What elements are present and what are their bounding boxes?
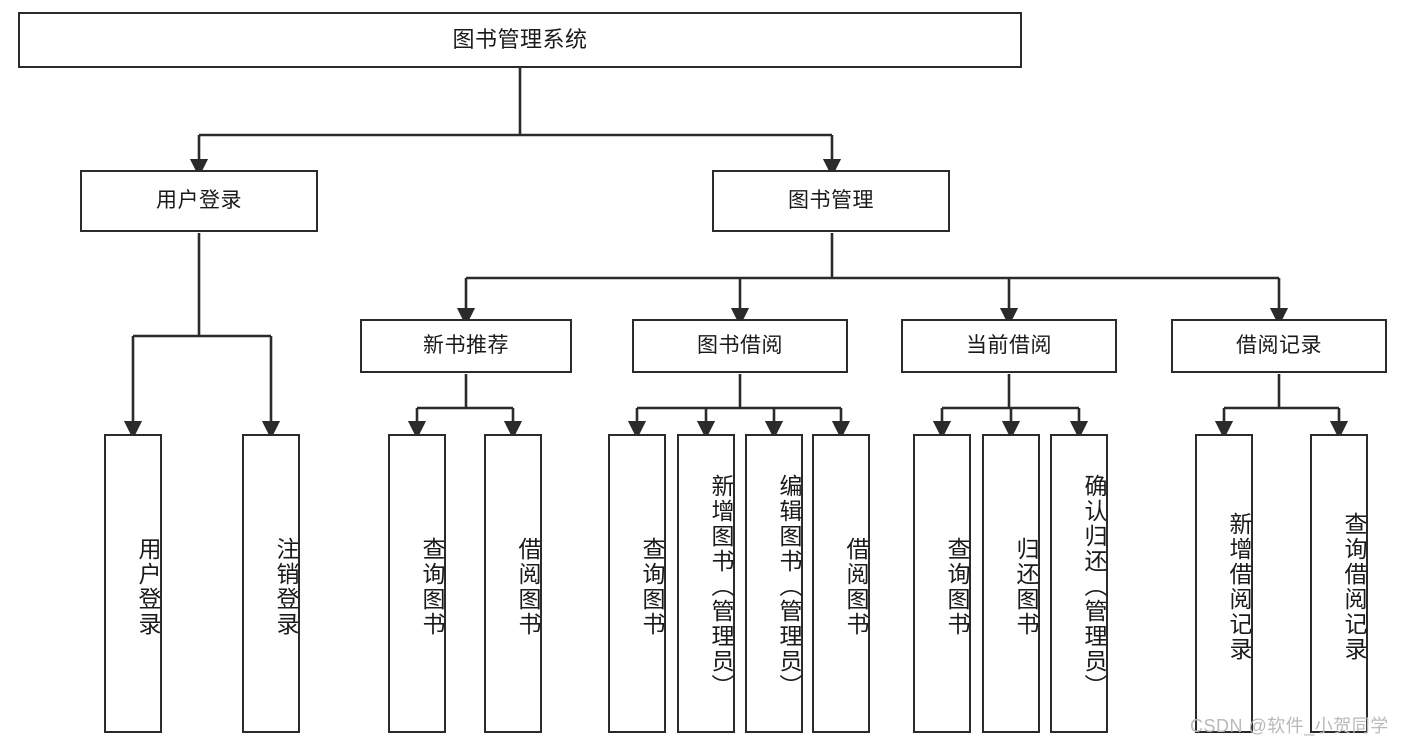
- node-label: 当前借阅: [966, 334, 1052, 358]
- node-label: 新书推荐: [423, 334, 509, 358]
- leaf-logout[interactable]: 注销登录: [242, 434, 300, 733]
- node-label: 借阅图书: [515, 536, 541, 637]
- leaf-borrowrecord-query-record[interactable]: 查询借阅记录: [1310, 434, 1368, 733]
- node-label: 用户登录: [156, 189, 242, 213]
- node-label: 图书管理系统: [452, 26, 588, 52]
- leaf-currentborrow-query-book[interactable]: 查询图书: [913, 434, 971, 733]
- leaf-user-login[interactable]: 用户登录: [104, 434, 162, 733]
- leaf-bookborrow-borrow-book[interactable]: 借阅图书: [812, 434, 870, 733]
- node-label: 查询图书: [639, 536, 665, 637]
- node-label: 编辑图书（管理员）: [776, 474, 802, 699]
- node-new-book-recommend[interactable]: 新书推荐: [360, 319, 572, 373]
- leaf-bookborrow-add-book-admin[interactable]: 新增图书（管理员）: [677, 434, 735, 733]
- node-label: 借阅记录: [1236, 334, 1322, 358]
- node-current-borrow[interactable]: 当前借阅: [901, 319, 1117, 373]
- node-borrow-record[interactable]: 借阅记录: [1171, 319, 1387, 373]
- node-label: 新增图书（管理员）: [708, 474, 734, 699]
- node-label: 查询图书: [944, 536, 970, 637]
- node-root-book-management-system[interactable]: 图书管理系统: [18, 12, 1022, 68]
- node-label: 用户登录: [135, 536, 161, 637]
- node-label: 查询借阅记录: [1341, 511, 1367, 662]
- leaf-bookborrow-edit-book-admin[interactable]: 编辑图书（管理员）: [745, 434, 803, 733]
- leaf-currentborrow-confirm-return-admin[interactable]: 确认归还（管理员）: [1050, 434, 1108, 733]
- node-user-login[interactable]: 用户登录: [80, 170, 318, 232]
- node-label: 注销登录: [273, 536, 299, 637]
- node-label: 确认归还（管理员）: [1081, 474, 1107, 699]
- node-label: 图书借阅: [697, 334, 783, 358]
- node-label: 查询图书: [419, 536, 445, 637]
- node-book-management[interactable]: 图书管理: [712, 170, 950, 232]
- leaf-borrowrecord-add-record[interactable]: 新增借阅记录: [1195, 434, 1253, 733]
- leaf-newbook-borrow-book[interactable]: 借阅图书: [484, 434, 542, 733]
- node-label: 图书管理: [788, 189, 874, 213]
- node-label: 归还图书: [1013, 536, 1039, 637]
- node-label: 新增借阅记录: [1226, 511, 1252, 662]
- node-label: 借阅图书: [843, 536, 869, 637]
- node-book-borrow[interactable]: 图书借阅: [632, 319, 848, 373]
- csdn-watermark: CSDN @软件_小贺同学: [1190, 716, 1389, 736]
- leaf-bookborrow-query-book[interactable]: 查询图书: [608, 434, 666, 733]
- leaf-newbook-query-book[interactable]: 查询图书: [388, 434, 446, 733]
- leaf-currentborrow-return-book[interactable]: 归还图书: [982, 434, 1040, 733]
